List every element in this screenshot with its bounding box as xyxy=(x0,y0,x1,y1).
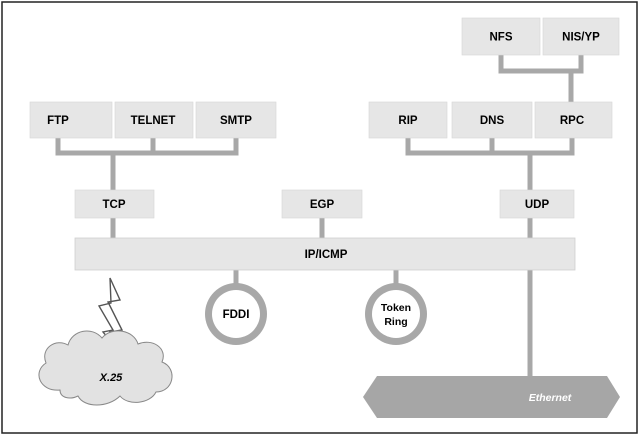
box-ftp: FTP xyxy=(29,101,113,139)
nfs-nis-rpc-connector xyxy=(498,55,584,105)
fddi-label: FDDI xyxy=(223,309,250,321)
smtp-label: SMTP xyxy=(220,115,252,127)
ip-icmp-bar: IP/ICMP xyxy=(74,237,576,271)
nis-yp-label: NIS/YP xyxy=(562,32,600,44)
ftp-telnet-smtp-tcp-connector xyxy=(55,138,239,190)
telnet-label: TELNET xyxy=(131,115,176,127)
box-udp: UDP xyxy=(499,189,575,219)
token-ring-label-line2: Ring xyxy=(384,316,407,328)
box-nis-yp: NIS/YP xyxy=(542,17,620,56)
token-ring-label-line1: Token xyxy=(381,302,411,314)
x25-label: X.25 xyxy=(99,372,124,384)
x25-cloud: X.25 xyxy=(38,330,173,406)
token-ring: Token Ring xyxy=(365,283,427,345)
ethernet-label: Ethernet xyxy=(529,392,572,404)
rip-dns-rpc-udp-connector xyxy=(405,138,575,190)
egp-label: EGP xyxy=(310,199,335,211)
box-telnet: TELNET xyxy=(114,101,194,139)
box-rpc: RPC xyxy=(534,101,613,139)
cloud-icon xyxy=(38,330,173,406)
dns-label: DNS xyxy=(480,115,505,127)
ip-icmp-label: IP/ICMP xyxy=(305,249,348,261)
box-egp: EGP xyxy=(281,189,363,219)
udp-label: UDP xyxy=(525,199,550,211)
fddi-ring: FDDI xyxy=(205,283,267,345)
rip-label: RIP xyxy=(398,115,418,127)
box-nfs: NFS xyxy=(461,17,541,56)
box-rip: RIP xyxy=(368,101,448,139)
rpc-label: RPC xyxy=(560,115,584,127)
box-smtp: SMTP xyxy=(195,101,277,139)
box-dns: DNS xyxy=(451,101,533,139)
ethernet-bus: Ethernet xyxy=(363,376,620,418)
nfs-label: NFS xyxy=(490,32,513,44)
ftp-label: FTP xyxy=(47,115,69,127)
tcp-label: TCP xyxy=(103,199,126,211)
box-tcp: TCP xyxy=(74,189,155,219)
